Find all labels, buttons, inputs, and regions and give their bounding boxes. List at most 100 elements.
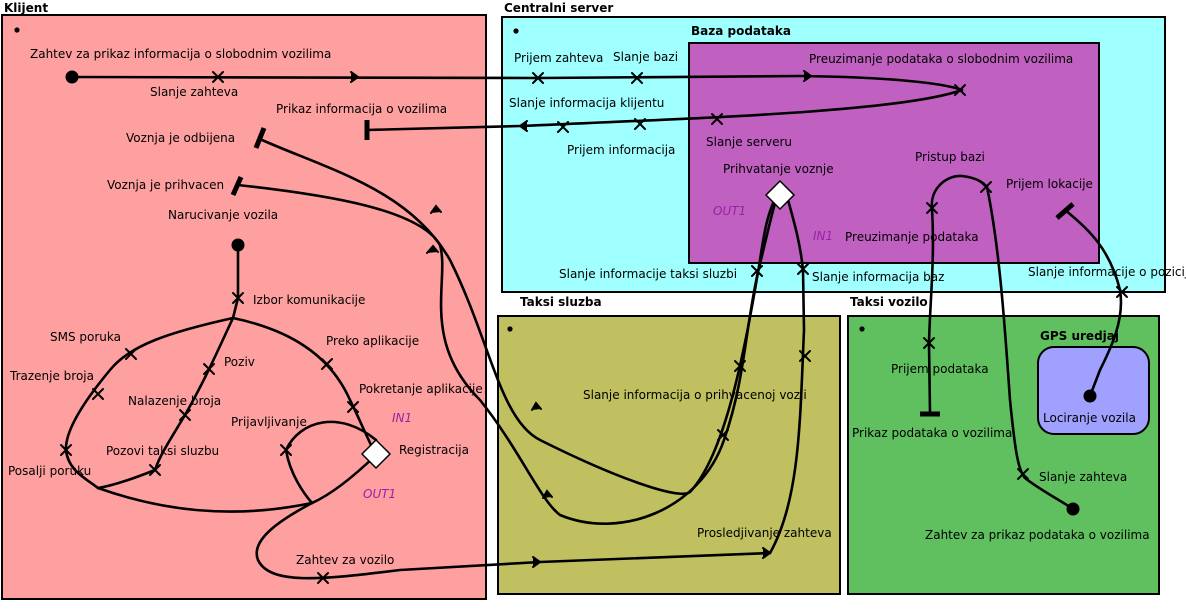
label-slanje-info-poziciji: Slanje informacije o poziciji bbox=[1028, 265, 1186, 279]
tick-preuzimanje bbox=[954, 84, 966, 96]
tick-posalji-poruku bbox=[60, 444, 72, 456]
path-sms bbox=[64, 316, 235, 490]
start-point-zahtev-vozilo bbox=[1066, 502, 1080, 516]
label-prijem-zahteva: Prijem zahteva bbox=[514, 51, 603, 65]
label-poziv: Poziv bbox=[224, 355, 255, 369]
klijent-box bbox=[1, 14, 487, 600]
label-voznja-prihvacena: Voznja je prihvacen bbox=[107, 178, 224, 192]
path-prihvacena bbox=[236, 183, 779, 525]
label-slanje-info-baz: Slanje informacija baz bbox=[812, 270, 944, 284]
end-bar-odbijena bbox=[253, 127, 267, 149]
stub-registracija bbox=[360, 438, 392, 470]
tick-prosledjivanje bbox=[799, 350, 811, 362]
annotation-in1-client: IN1 bbox=[392, 411, 412, 425]
label-pristup-bazi: Pristup bazi bbox=[915, 150, 985, 164]
label-prijavljivanje: Prijavljivanje bbox=[231, 415, 307, 429]
label-prikaz-info-vozila: Prikaz informacija o vozilima bbox=[276, 102, 447, 116]
taksi-vozilo-title: Taksi vozilo bbox=[850, 295, 928, 309]
taksi-sluzba-title: Taksi sluzba bbox=[520, 295, 602, 309]
label-nalazenje-broja: Nalazenje broja bbox=[128, 394, 221, 408]
responsibility-ticks bbox=[60, 71, 1128, 584]
label-prosledjivanje: Prosledjivanje zahteva bbox=[697, 526, 832, 540]
labels: Zahtev za prikaz informacija o slobodnim… bbox=[8, 47, 1186, 567]
label-prijem-lokacije: Prijem lokacije bbox=[1006, 177, 1093, 191]
klijent-title: Klijent bbox=[4, 1, 48, 15]
label-lociranje-vozila: Lociranje vozila bbox=[1043, 411, 1136, 425]
tick-izbor-komunikacije bbox=[232, 292, 244, 304]
arrow-info-back bbox=[518, 120, 528, 132]
tick-prijem-lokacije bbox=[980, 181, 992, 193]
tick-sms-poruka bbox=[125, 348, 137, 360]
stub-annotations: IN1 OUT1 OUT1 IN1 bbox=[363, 204, 833, 501]
label-prijem-podataka: Prijem podataka bbox=[891, 362, 989, 376]
label-prihvatanje-voznje: Prihvatanje voznje bbox=[723, 162, 834, 176]
arrow-prihvacena bbox=[426, 244, 439, 254]
arrow-prosledjivanje bbox=[762, 547, 772, 559]
label-zahtev-za-vozilo: Zahtev za vozilo bbox=[296, 553, 394, 567]
baza-title: Baza podataka bbox=[691, 24, 791, 38]
tick-zahtev-za-vozilo bbox=[317, 572, 329, 584]
label-slanje-bazi: Slanje bazi bbox=[613, 50, 678, 64]
tick-pokretanje-aplikacije bbox=[347, 401, 359, 413]
tick-slanje-serveru bbox=[711, 113, 723, 125]
gps-title: GPS uredjaj bbox=[1040, 329, 1119, 343]
label-slanje-info-klijentu: Slanje informacija klijentu bbox=[509, 96, 664, 110]
stub-prihvatanje-voznje bbox=[764, 179, 796, 211]
start-point-lociranje bbox=[1083, 389, 1097, 403]
label-voznja-odbijena: Voznja je odbijena bbox=[126, 131, 235, 145]
path-aplikacija bbox=[231, 316, 378, 457]
label-zahtev-info-slobodni: Zahtev za prikaz informacija o slobodnim… bbox=[30, 47, 331, 61]
path-poziv bbox=[96, 316, 235, 490]
tick-slanje-zahteva-vozilo bbox=[1017, 468, 1029, 480]
arrow-odbijena bbox=[430, 204, 442, 214]
tick-slanje-bazi bbox=[631, 72, 643, 84]
tick-prijem-zahteva bbox=[532, 72, 544, 84]
tick-prihvacena-voznja-2 bbox=[717, 429, 729, 441]
end-bar-prijem-lokacije bbox=[1055, 202, 1075, 220]
tick-prijavljivanje bbox=[280, 444, 292, 456]
stubs bbox=[360, 179, 796, 470]
label-trazenje-broja: Trazenje broja bbox=[9, 369, 94, 383]
start-point-info-request bbox=[65, 70, 79, 84]
tick-poziv bbox=[203, 363, 215, 375]
tick-prijem-informacija bbox=[634, 118, 646, 130]
path-taksi-to-baza bbox=[768, 194, 806, 555]
tick-slanje-taksi bbox=[751, 265, 763, 277]
label-registracija: Registracija bbox=[399, 443, 469, 457]
arrow-info-request-2 bbox=[803, 70, 813, 82]
end-bars bbox=[230, 120, 1075, 417]
tick-trazenje-broja bbox=[92, 388, 104, 400]
server-title: Centralni server bbox=[504, 1, 613, 15]
label-zahtev-prikaz-podataka: Zahtev za prikaz podataka o vozilima bbox=[925, 528, 1150, 542]
start-point-narucivanje bbox=[231, 238, 245, 252]
tick-slanje-poziciji bbox=[1116, 286, 1128, 298]
tick-slanje-baz bbox=[797, 263, 809, 275]
path-zahtev-za-vozilo bbox=[96, 486, 772, 580]
label-slanje-info-taksi: Slanje informacije taksi sluzbi bbox=[559, 267, 737, 281]
arrow-odbijena-2 bbox=[531, 401, 542, 411]
label-slanje-info-prihvacenoj: Slanje informacija o prihvacenoj vozji bbox=[583, 388, 807, 402]
label-slanje-serveru: Slanje serveru bbox=[706, 135, 792, 149]
component-taksi-sluzba: Taksi sluzba bbox=[497, 295, 841, 595]
label-posalji-poruku: Posalji poruku bbox=[8, 464, 91, 478]
label-izbor-komunikacije: Izbor komunikacije bbox=[253, 293, 365, 307]
label-narucivanje-vozila: Narucivanje vozila bbox=[168, 208, 278, 222]
tick-slanje-klijentu bbox=[557, 121, 569, 133]
arrow-info-request-1 bbox=[350, 71, 360, 83]
tick-prijem-podataka bbox=[923, 337, 935, 349]
label-prijem-informacija: Prijem informacija bbox=[567, 143, 675, 157]
end-bar-prihvacena bbox=[230, 175, 244, 197]
path-prijavljivanje bbox=[284, 420, 378, 505]
tick-slanje-zahteva bbox=[212, 71, 224, 83]
tick-preko-aplikacije bbox=[321, 358, 333, 370]
label-sms-poruka: SMS poruka bbox=[50, 330, 121, 344]
tick-prihvacena-voznja bbox=[734, 360, 746, 372]
tick-nalazenje-broja bbox=[179, 409, 191, 421]
label-slanje-zahteva: Slanje zahteva bbox=[150, 85, 238, 99]
label-slanje-zahteva-vozilo: Slanje zahteva bbox=[1039, 470, 1127, 484]
label-pokretanje-aplikacije: Pokretanje aplikacije bbox=[359, 382, 483, 396]
label-preko-aplikacije: Preko aplikacije bbox=[326, 334, 419, 348]
tick-pozovi-taksi bbox=[149, 464, 161, 476]
annotation-in1-baza: IN1 bbox=[813, 229, 833, 243]
